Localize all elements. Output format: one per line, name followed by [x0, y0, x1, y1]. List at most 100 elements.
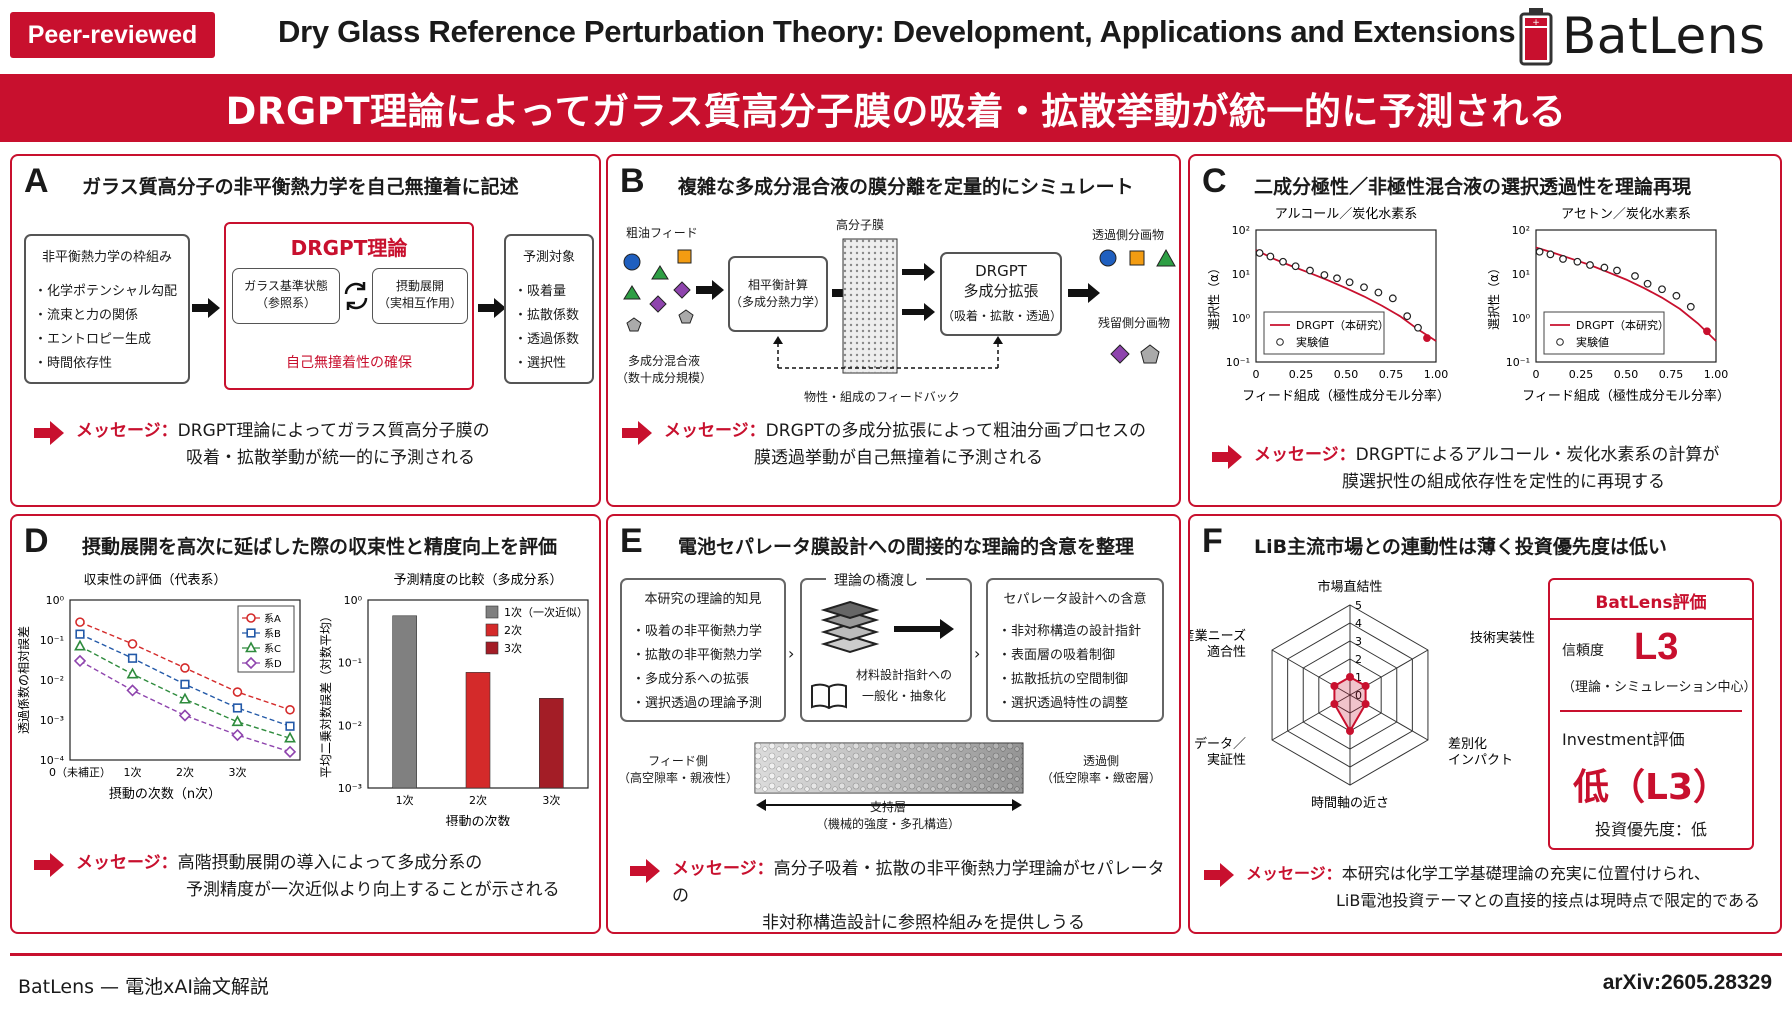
data-point [127, 639, 138, 649]
ext-line: （吸着・拡散・透過） [942, 309, 1063, 323]
drgpt-title: DRGPT理論 [290, 236, 408, 260]
perm-side-line: 透過側 [1082, 754, 1119, 768]
bar [539, 698, 564, 789]
y-axis-label: 選択性（α） [1487, 262, 1501, 330]
y-tick-label: 10² [1512, 224, 1530, 237]
feed-side-line: （高空隙率・親液性） [618, 771, 739, 785]
x-axis-label: 摂動の次数（n次） [109, 786, 221, 802]
data-point [284, 731, 296, 743]
data-point [127, 653, 138, 663]
findings-box: 本研究の理論的知見 ・吸着の非平衡熱力学 ・拡散の非平衡熱力学 ・多成分系への拡… [620, 578, 786, 722]
y-tick-label: 10⁻³ [40, 714, 64, 727]
radar-axis-label: 技術実装性 [1470, 630, 1535, 646]
data-point [1559, 255, 1567, 263]
radar-point [1330, 682, 1339, 690]
self-consistency-label: 自己無撞着性の確保 [286, 355, 412, 371]
drgpt-theory-box: DRGPT理論 ガラス基準状態 （参照系） 摂動展開 （実相互作用） 自己無撞着… [224, 222, 474, 390]
data-point [1423, 334, 1431, 342]
svg-text:+: + [1532, 18, 1540, 28]
arrow-right-icon [1212, 445, 1242, 469]
radar-tick: 5 [1355, 599, 1362, 612]
y-tick-label: 10⁻¹ [40, 634, 64, 647]
panel-d-label: D [24, 522, 49, 560]
mix-line: （数十成分規模） [615, 371, 712, 385]
batlens-eval-box: BatLens評価 信頼度 L3 （理論・シミュレーション中心） Investm… [1548, 578, 1756, 850]
data-point [1279, 257, 1287, 266]
y-tick-label: 10¹ [1232, 268, 1250, 281]
data-point [126, 667, 139, 679]
bar [465, 672, 491, 789]
x-tick-label: 1次 [124, 765, 142, 779]
findings-item: ・吸着の非平衡熱力学 [632, 624, 763, 639]
data-point [180, 679, 190, 689]
data-point [1320, 271, 1329, 279]
sub-label: 摂動展開 [395, 279, 444, 293]
legend-label: 系A [264, 613, 281, 625]
multicomponent-box: DRGPT 多成分拡張 （吸着・拡散・透過） [940, 252, 1062, 336]
panel-e-title: 電池セパレータ膜設計への間接的な理論的含意を整理 [678, 536, 1135, 558]
ext-line: 多成分拡張 [963, 282, 1039, 300]
radar-tick: 0 [1355, 689, 1362, 702]
panel-f-title: LiB主流市場との連動性は薄く投資優先度は低い [1254, 536, 1667, 558]
data-point [75, 617, 85, 627]
x-tick-label: 3次 [228, 765, 246, 779]
data-point [1255, 249, 1264, 257]
permeate-label: 透過側分画物 [1092, 228, 1165, 242]
radar-point [1361, 700, 1370, 708]
message-line: DRGPTによるアルコール・炭化水素系の計算が [1355, 445, 1720, 465]
bridge-title: 理論の橋渡し [826, 570, 926, 590]
y-axis-label: 透過係数の相対誤差 [16, 626, 31, 734]
bridge-caption: 材料設計指針への一般化・抽象化 [844, 666, 964, 704]
y-tick-label: 10⁰ [1512, 312, 1531, 325]
peer-reviewed-badge: Peer-reviewed [10, 12, 215, 58]
data-point [1266, 252, 1275, 261]
support-line: 支持層 [869, 800, 906, 814]
message-line: 膜透過挙動が自己無撞着に予測される [754, 448, 1043, 468]
legend-label: 系C [264, 643, 281, 655]
x-axis-label: 摂動の次数 [445, 814, 510, 826]
divider [1560, 710, 1742, 712]
radar-tick: 1 [1355, 671, 1362, 684]
chevron-right-icon: › [788, 644, 795, 663]
x-tick-label: 0.25 [1569, 368, 1594, 381]
panel-b-message: メッセージ：DRGPTの多成分拡張によって粗油分画プロセスの 膜透過挙動が自己無… [622, 418, 1172, 472]
message-line: 高階摂動展開の導入によって多成分系の [177, 853, 483, 873]
x-axis-label: フィード組成（極性成分モル分率） [1242, 388, 1450, 404]
data-point [180, 663, 190, 673]
feed-side-line: フィード側 [648, 754, 708, 768]
plot-frame [1255, 229, 1437, 363]
data-point [1586, 261, 1594, 269]
message-line: DRGPTの多成分拡張によって粗油分画プロセスの [765, 421, 1147, 441]
eq-line: 相平衡計算 [747, 278, 808, 292]
feed-label: 粗油フィード [626, 226, 698, 240]
data-point [1535, 247, 1544, 256]
data-point [1374, 288, 1383, 297]
data-point [75, 629, 85, 639]
message-line: DRGPT理論によってガラス質高分子膜の [177, 421, 490, 441]
radar-tick: 3 [1355, 635, 1362, 648]
framework-item: ・流束と力の関係 [34, 308, 139, 323]
legend-label: 2次 [504, 623, 522, 637]
y-tick-label: 10⁰ [1232, 312, 1251, 325]
x-tick-label: 0.50 [1614, 368, 1639, 381]
x-tick-label: 2次 [469, 793, 487, 807]
data-point [232, 687, 243, 697]
radar-axis-label: 適合性 [1207, 644, 1246, 660]
ext-line: DRGPT [975, 262, 1027, 280]
data-point [1333, 274, 1341, 283]
framework-item: ・化学ポテンシャル勾配 [34, 284, 178, 299]
targets-box: 予測対象 ・吸着量 ・拡散係数 ・透過係数 ・選択性 [504, 234, 594, 384]
arrow-icon [192, 296, 222, 324]
panel-a: A ガラス質高分子の非平衡熱力学を自己無撞着に記述 非平衡熱力学の枠組み ・化学… [10, 154, 601, 507]
panel-a-label: A [24, 162, 49, 200]
legend-swatch [485, 605, 499, 619]
plot-frame [1535, 229, 1717, 363]
bridge-caption-line: 一般化・抽象化 [861, 689, 946, 703]
arrow-icon [902, 302, 936, 326]
legend-marker [246, 613, 256, 623]
x-axis-label: フィード組成（極性成分モル分率） [1522, 388, 1730, 404]
findings-item: ・拡散の非平衡熱力学 [632, 648, 763, 663]
retentate-molecules-icon [1110, 344, 1160, 364]
